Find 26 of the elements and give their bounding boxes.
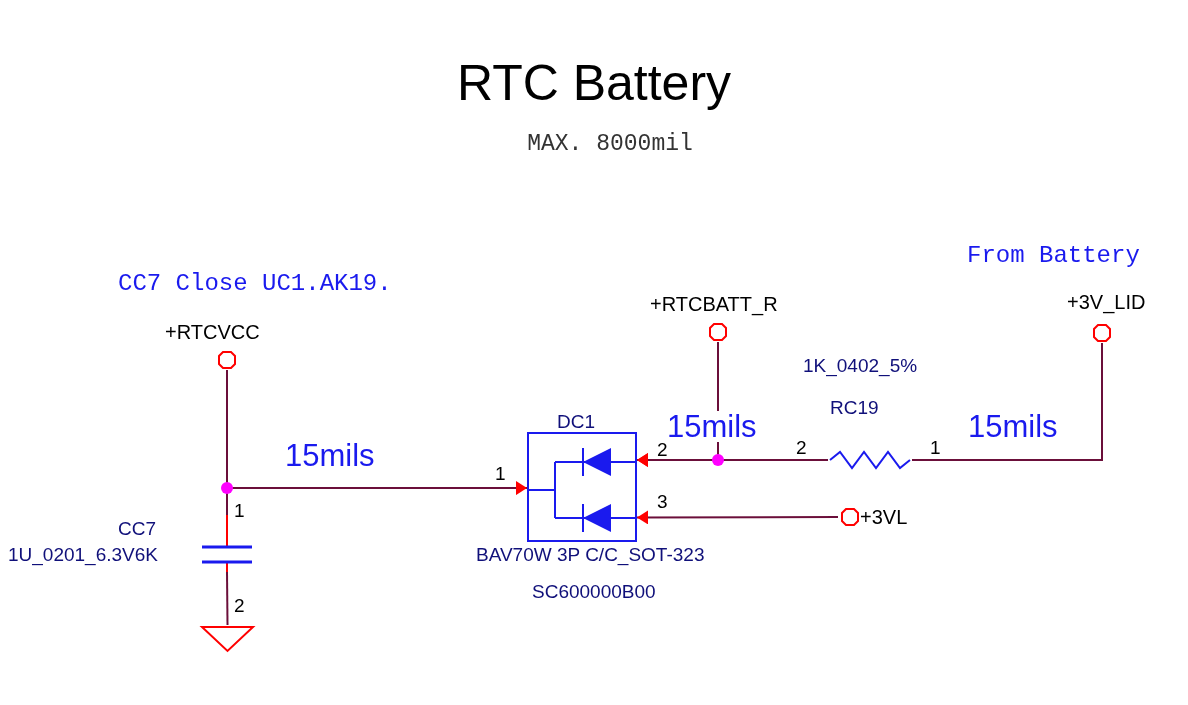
component-value: 1U_0201_6.3V6K — [8, 545, 158, 564]
net-label: +3VL — [860, 507, 908, 527]
note-text: From Battery — [967, 244, 1140, 268]
diagram-title: RTC Battery — [455, 58, 733, 108]
net-label: +3V_LID — [1067, 292, 1146, 312]
pin-number: 2 — [657, 440, 668, 459]
pin-number: 2 — [796, 438, 807, 457]
component-designator: DC1 — [557, 412, 595, 431]
pin-number: 1 — [234, 501, 245, 520]
pin-number: 1 — [495, 464, 506, 483]
component-designator: CC7 — [118, 519, 156, 538]
note-text: CC7 Close UC1.AK19. — [118, 272, 392, 296]
pin-number: 1 — [930, 438, 941, 457]
wire — [636, 453, 829, 468]
wire — [636, 510, 839, 525]
component-designator: RC19 — [830, 398, 879, 417]
pin-number: 2 — [234, 596, 245, 615]
net-label: +RTCVCC — [165, 322, 260, 342]
net-label: +RTCBATT_R — [650, 294, 778, 314]
part-number: SC600000B00 — [532, 582, 656, 601]
pin-number: 3 — [657, 492, 668, 511]
wire — [911, 342, 1103, 461]
note-text: MAX. 8000mil — [526, 133, 694, 156]
component-value: BAV70W 3P C/C_SOT-323 — [476, 545, 705, 564]
component-value: 1K_0402_5% — [803, 356, 918, 375]
wire — [226, 571, 229, 626]
